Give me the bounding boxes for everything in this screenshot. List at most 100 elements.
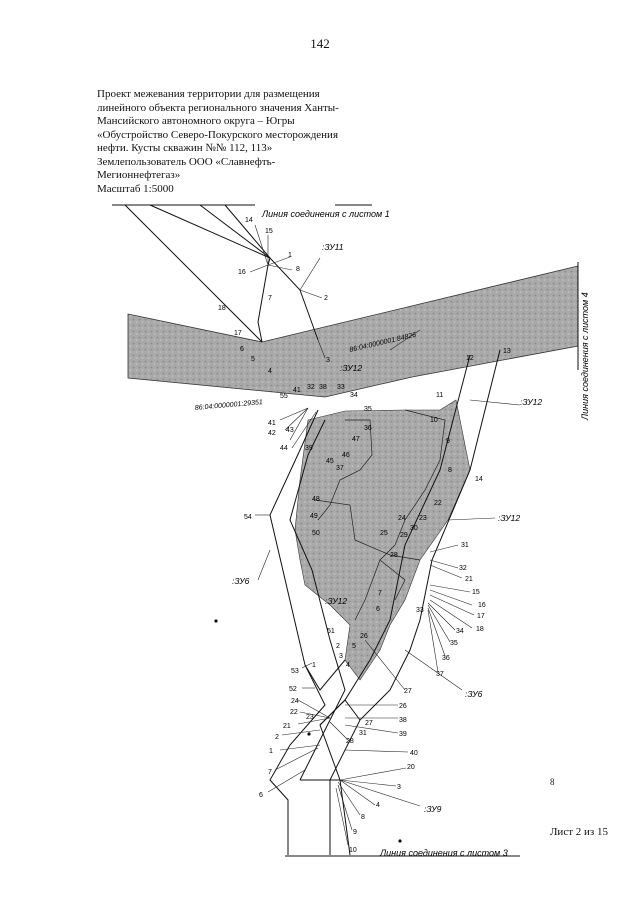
boundary-line [224, 204, 271, 259]
point-number: 6 [240, 346, 244, 353]
point-number: 55 [280, 393, 288, 400]
point-number: 7 [378, 590, 382, 597]
zone-label-zu12: :ЗУ12 [325, 596, 347, 606]
point-number: 8 [296, 266, 300, 273]
point-number: 1 [269, 748, 273, 755]
point-number: 21 [283, 723, 291, 730]
point-number: 12 [466, 355, 474, 362]
point-number: 5 [352, 643, 356, 650]
point-number: 5 [251, 356, 255, 363]
point-number: 16 [478, 602, 486, 609]
point-number: 26 [399, 703, 407, 710]
point-number: 27 [365, 720, 373, 727]
point-number: 6 [376, 606, 380, 613]
zone-label-zu12: :ЗУ12 [520, 397, 542, 407]
parcel-line [354, 409, 446, 621]
connection-sheet4-label: Линия соединения с листом 4 [580, 292, 590, 421]
point-number: 30 [410, 525, 418, 532]
title-line: линейного объекта регионального значения… [97, 101, 339, 114]
point-number: 48 [312, 496, 320, 503]
point-number: 50 [312, 530, 320, 537]
point-number: 2 [336, 643, 340, 650]
point-number: 9 [446, 438, 450, 445]
zone-label-zu6: :ЗУ6 [465, 689, 483, 699]
title-line: «Обустройство Северо-Покурского месторож… [97, 128, 339, 141]
point-number: 11 [436, 392, 443, 399]
zone-label-zu9: :ЗУ9 [424, 804, 442, 814]
point-number: 28 [390, 552, 398, 559]
title-line: Мегионнефтегаз» [97, 169, 181, 181]
scale-label: Масштаб 1:5000 [97, 182, 174, 195]
point-number: 14 [245, 217, 253, 224]
point-number: 33 [337, 384, 345, 391]
point-number: 2 [275, 734, 279, 741]
point-number: 32 [459, 565, 467, 572]
survey-mark [307, 732, 311, 736]
point-number: 6 [259, 792, 263, 799]
point-number: 49 [310, 513, 318, 520]
point-number: 15 [265, 228, 273, 235]
point-number: 16 [238, 269, 246, 276]
point-number: 53 [291, 668, 299, 675]
point-number: 33 [416, 607, 424, 614]
point-number: 7 [268, 769, 272, 776]
point-number: 46 [342, 452, 350, 459]
point-number: 28 [346, 738, 354, 745]
point-number: 2 [324, 295, 328, 302]
pad-area [294, 399, 471, 681]
point-number: 4 [268, 368, 272, 375]
point-number: 37 [336, 465, 344, 472]
point-number: 36 [364, 425, 372, 432]
point-number: 44 [280, 445, 288, 452]
point-number: 17 [477, 613, 485, 620]
boundary-line [319, 354, 471, 856]
point-number: 32 [307, 384, 315, 391]
point-number: 17 [234, 330, 242, 337]
point-number: 52 [289, 686, 297, 693]
point-number: 35 [450, 640, 458, 647]
point-number: 45 [326, 458, 334, 465]
point-number: 31 [461, 542, 469, 549]
point-number: 9 [353, 829, 357, 836]
point-number: 34 [350, 392, 358, 399]
point-number: 15 [472, 589, 480, 596]
title-line: Землепользователь ООО «Славнефть- [97, 155, 276, 168]
parcel-line [379, 559, 406, 601]
point-number: 51 [327, 628, 335, 635]
point-number: 35 [364, 406, 372, 413]
point-number: 8 [361, 814, 365, 821]
point-number: 39 [305, 445, 313, 452]
point-number: 21 [465, 576, 473, 583]
point-labels: 14 15 1 8 16 7 2 18 17 6 5 4 3 12 13 11 … [218, 217, 511, 854]
point-number: 37 [436, 671, 444, 678]
point-number: 24 [398, 515, 406, 522]
connection-sheet1-label: Линия соединения с листом 1 [261, 209, 390, 219]
point-number: 18 [218, 305, 226, 312]
point-number: 23 [306, 714, 314, 721]
point-number: 34 [456, 628, 464, 635]
zone-label-zu12: :ЗУ12 [498, 513, 520, 523]
point-number: 20 [407, 764, 415, 771]
point-number: 27 [404, 688, 412, 695]
corner-mark: 8 [550, 777, 555, 787]
point-number: 3 [339, 653, 343, 660]
point-number: 8 [448, 467, 452, 474]
page-number: 142 [310, 36, 330, 51]
point-number: 13 [503, 348, 511, 355]
point-number: 42 [268, 430, 276, 437]
title-line: Проект межевания территории для размещен… [97, 88, 320, 100]
point-number: 29 [400, 532, 408, 539]
point-number: 3 [397, 784, 401, 791]
point-number: 18 [476, 626, 484, 633]
point-number: 3 [326, 357, 330, 364]
survey-mark [214, 619, 218, 623]
point-number: 24 [291, 698, 299, 705]
point-number: 38 [319, 384, 327, 391]
point-number: 10 [430, 417, 438, 424]
point-number: 39 [399, 731, 407, 738]
point-number: 43 [286, 427, 294, 434]
boundary-line [319, 699, 361, 726]
boundary-line [199, 204, 319, 341]
point-number: 1 [288, 252, 292, 259]
